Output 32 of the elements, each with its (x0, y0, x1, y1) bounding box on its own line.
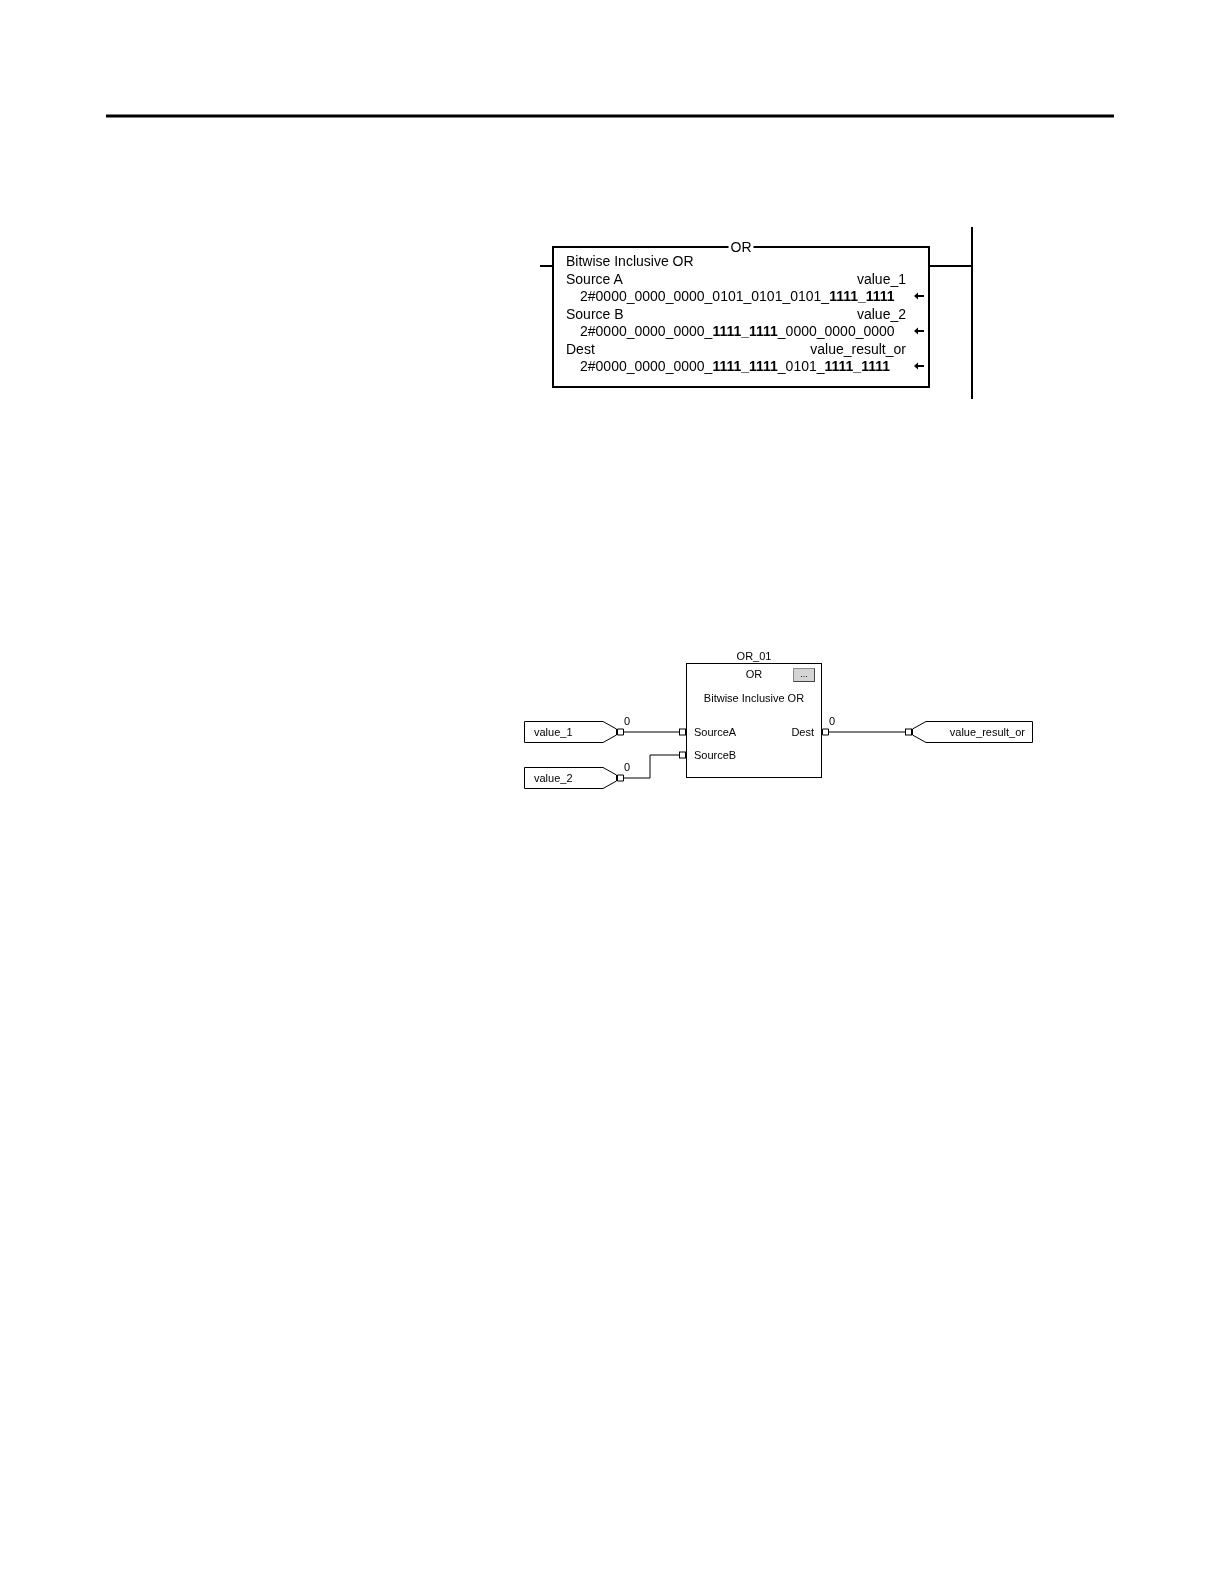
tag-name: value_result_or (949, 727, 1025, 738)
binary-value: 2#0000_0000_0000_1111_1111_0000_0000_0000 (580, 324, 895, 338)
connector (616, 751, 687, 782)
operand-label: Source B (566, 307, 624, 321)
binary-value: 2#0000_0000_0000_1111_1111_0101_1111_1111 (580, 359, 890, 373)
operand-label: Dest (566, 342, 595, 356)
instruction-title: OR (728, 240, 754, 254)
input-reference-tag (524, 721, 617, 743)
edge-label: 0 (623, 716, 632, 727)
tag-name: value_2 (856, 307, 906, 321)
connector (929, 265, 972, 267)
properties-button: ... (793, 668, 815, 682)
pin-label: Dest (791, 727, 814, 738)
tag-name: value_2 (534, 773, 573, 784)
tag-name: value_result_or (810, 342, 906, 356)
connector (539, 265, 553, 267)
instruction-description: Bitwise Inclusive OR (566, 254, 694, 268)
tag-name: value_1 (534, 727, 573, 738)
block-tag-name: OR_01 (736, 651, 772, 662)
binary-value: 2#0000_0000_0000_0101_0101_0101_1111_1111 (580, 289, 895, 303)
tag-name: value_1 (856, 272, 906, 286)
pin-label: SourceA (694, 727, 737, 738)
edge-label: 0 (623, 762, 632, 773)
edge-label: 0 (828, 716, 837, 727)
instruction-description: Bitwise Inclusive OR (703, 693, 805, 704)
connector (616, 728, 687, 736)
output-reference-tag (912, 721, 1033, 743)
pin-label: SourceB (694, 750, 737, 761)
input-reference-tag (524, 767, 617, 789)
connector (821, 728, 913, 736)
instruction-title: OR (745, 669, 763, 680)
operand-label: Source A (566, 272, 623, 286)
